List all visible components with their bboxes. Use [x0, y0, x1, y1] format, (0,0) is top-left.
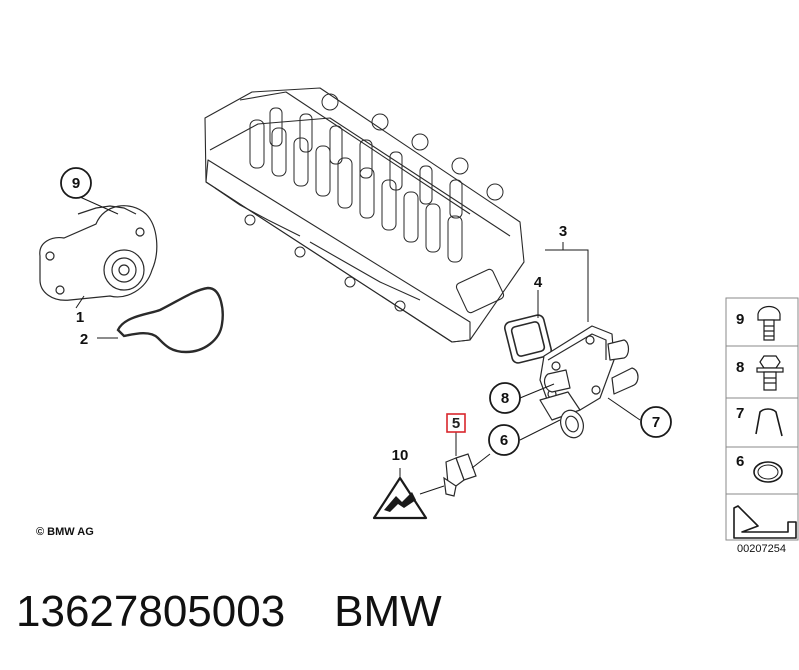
- callout-label-7: 7: [652, 414, 660, 431]
- callout-2[interactable]: 2: [80, 331, 88, 348]
- callout-1[interactable]: 1: [76, 309, 84, 326]
- callout-4[interactable]: 4: [534, 274, 543, 291]
- flange-bolt-icon: [756, 355, 784, 391]
- legend-label-6: 6: [736, 453, 744, 470]
- leader-lines: [75, 196, 641, 495]
- cylinder-head-drawing: [204, 87, 525, 343]
- callout-8[interactable]: 8: [489, 382, 521, 414]
- pump-gasket-drawing: [116, 286, 224, 354]
- callout-label-10: 10: [392, 447, 409, 464]
- callout-label-6: 6: [500, 432, 508, 449]
- brand-name: BMW: [334, 587, 442, 636]
- legend-item-7[interactable]: 7: [736, 405, 783, 437]
- callout-label-5: 5: [452, 415, 460, 432]
- part-number: 13627805003: [16, 587, 286, 636]
- legend-item-6[interactable]: 6: [736, 453, 783, 483]
- callout-label-9: 9: [72, 175, 80, 192]
- clip-icon: [755, 408, 783, 437]
- reference-arrow-icon: [733, 505, 797, 539]
- callout-10[interactable]: 10: [392, 447, 409, 464]
- callout-3[interactable]: 3: [559, 223, 567, 240]
- callout-5-highlighted[interactable]: 5: [446, 413, 466, 433]
- legend-item-9[interactable]: 9: [736, 305, 781, 341]
- water-pump-drawing: [39, 205, 158, 301]
- legend-label-7: 7: [736, 405, 744, 422]
- legend-item-8[interactable]: 8: [736, 355, 784, 391]
- callout-label-1: 1: [76, 309, 84, 326]
- legend-label-9: 9: [736, 311, 744, 328]
- callout-6[interactable]: 6: [488, 424, 520, 456]
- legend-item-reference[interactable]: [733, 505, 797, 539]
- part-caption: 13627805003 BMW: [16, 584, 442, 640]
- drawing-number: 00207254: [737, 543, 786, 555]
- thermostat-housing-drawing: [539, 325, 639, 439]
- callout-label-8: 8: [501, 390, 509, 407]
- callout-9[interactable]: 9: [60, 167, 92, 199]
- legend-panel: [725, 297, 799, 541]
- callout-label-3: 3: [559, 223, 567, 240]
- callout-label-4: 4: [534, 274, 543, 291]
- bolt-icon: [757, 305, 781, 341]
- warning-triangle-icon: [372, 476, 428, 520]
- o-ring-icon: [753, 461, 783, 483]
- copyright-notice: © BMW AG: [36, 526, 94, 538]
- legend-label-8: 8: [736, 359, 744, 376]
- callout-7[interactable]: 7: [640, 406, 672, 438]
- temperature-sensor-drawing: [443, 453, 477, 497]
- thermostat-gasket-drawing: [503, 314, 553, 364]
- callout-label-2: 2: [80, 331, 88, 348]
